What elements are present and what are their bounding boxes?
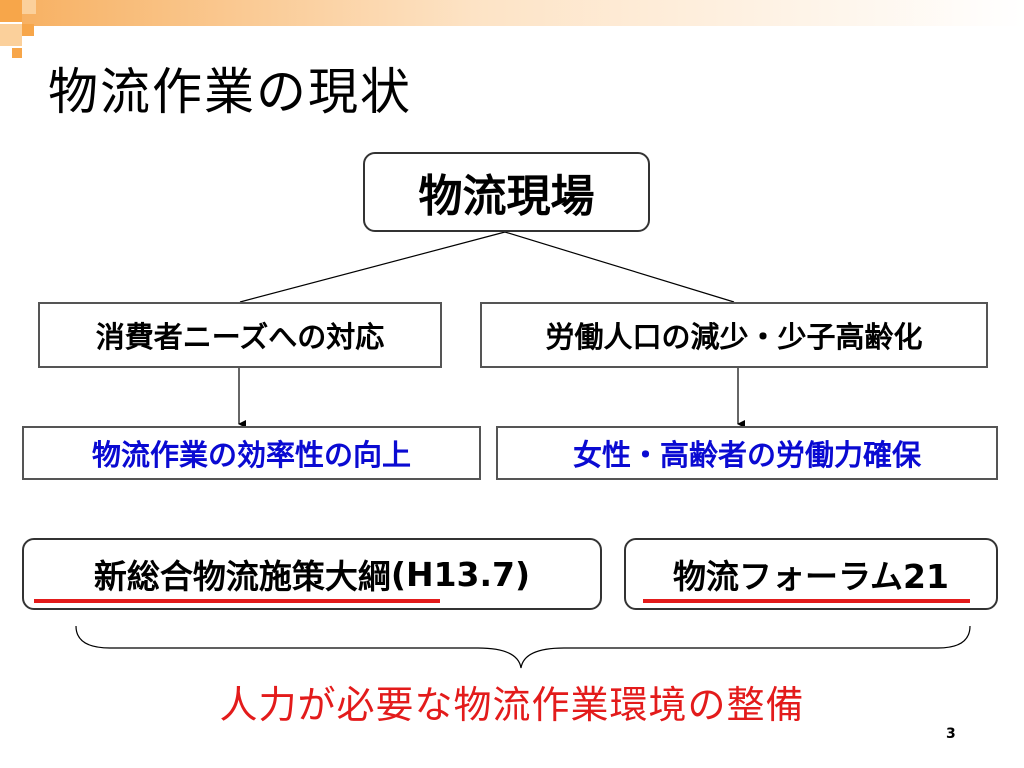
corner-square-decoration <box>12 48 22 58</box>
conclusion-text: 人力が必要な物流作業環境の整備 <box>219 683 805 727</box>
factor-node-labor-decline: 労働人口の減少・少子高齢化 <box>480 302 988 368</box>
header-gradient-bar <box>22 0 1024 26</box>
red-underline <box>643 599 970 603</box>
root-node: 物流現場 <box>363 152 650 232</box>
page-number: 3 <box>946 726 956 742</box>
measure-node-forum21: 物流フォーラム21 <box>624 538 998 610</box>
corner-square-decoration <box>22 24 34 36</box>
measure-date: (H13.7) <box>390 554 531 594</box>
curly-brace <box>75 625 971 669</box>
connector-line <box>239 231 506 303</box>
slide-title: 物流作業の現状 <box>48 63 412 121</box>
measure-title: 物流フォーラム21 <box>673 557 949 596</box>
corner-square-decoration <box>22 0 36 14</box>
goal-node-labor-securing: 女性・高齢者の労働力確保 <box>496 426 998 480</box>
connector-line <box>504 231 735 303</box>
goal-node-efficiency: 物流作業の効率性の向上 <box>22 426 481 480</box>
measure-title: 新総合物流施策大綱 <box>93 557 391 596</box>
corner-square-decoration <box>0 24 22 46</box>
corner-square-decoration <box>0 0 22 22</box>
red-underline <box>34 599 440 603</box>
measure-node-policy-outline: 新総合物流施策大綱(H13.7) <box>22 538 602 610</box>
factor-node-consumer-needs: 消費者ニーズへの対応 <box>38 302 442 368</box>
